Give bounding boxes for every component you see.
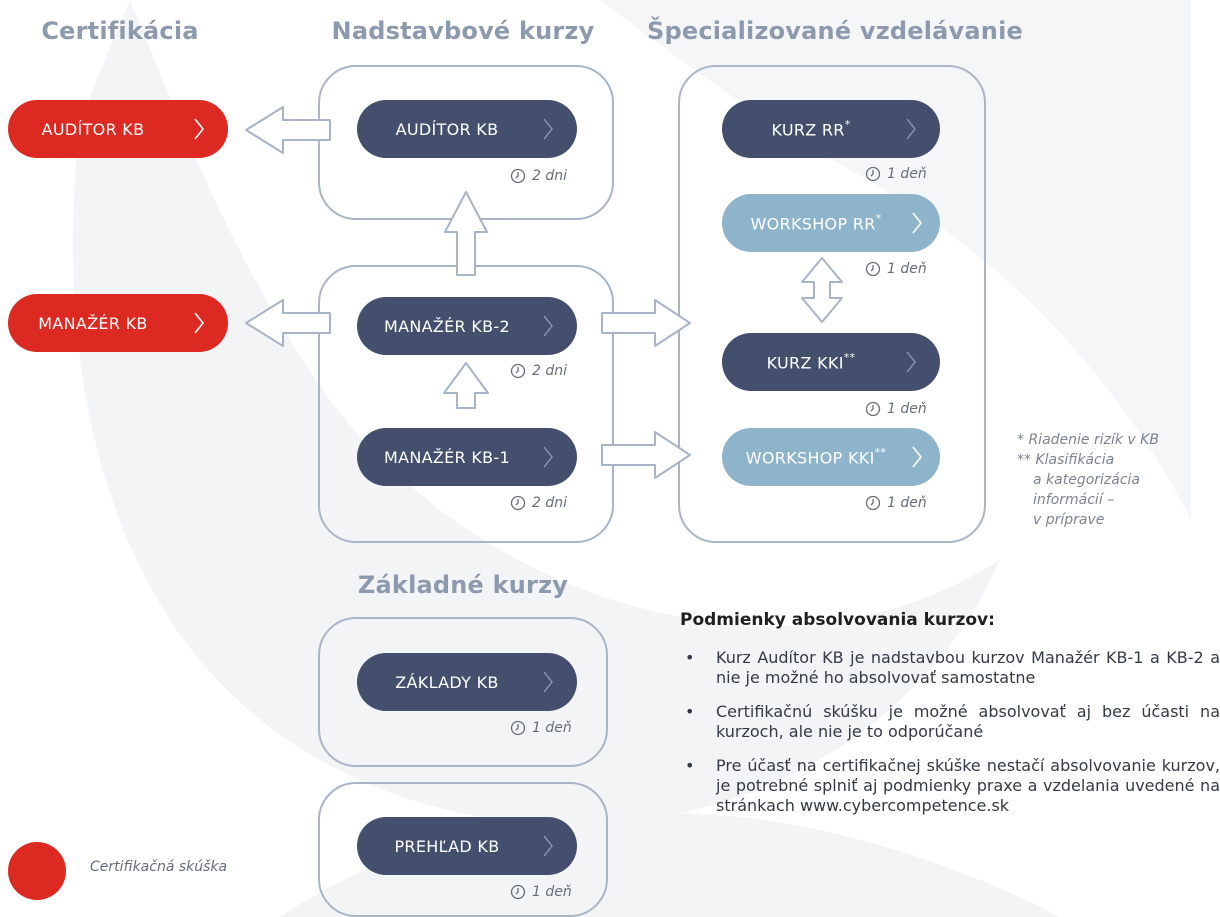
footnote-mark: * — [844, 117, 851, 131]
chevron-right-icon — [906, 118, 916, 140]
pill-label: MANAŽÉR KB-1 — [384, 447, 510, 467]
pill-label: AUDÍTOR KB — [41, 119, 145, 139]
course-workshop-rr-button[interactable]: WORKSHOP RR* — [722, 194, 940, 252]
footnote-mark: ** — [843, 350, 856, 364]
arrow-right-specialized-top — [601, 299, 691, 347]
chevron-right-icon — [543, 118, 553, 140]
clock-icon — [510, 168, 526, 184]
pill-label-wrap: WORKSHOP RR* — [722, 211, 910, 234]
clock-icon — [865, 401, 881, 417]
chevron-right-icon — [543, 446, 553, 468]
pill-label: ZÁKLADY KB — [395, 672, 499, 692]
basic-box-prehlad — [318, 782, 608, 917]
column-title-basic: Základné kurzy — [357, 571, 569, 599]
condition-item: Kurz Audítor KB je nadstavbou kurzov Man… — [680, 648, 1220, 688]
duration-manazer1: 2 dni — [510, 492, 567, 514]
duration-text: 1 deň — [532, 720, 572, 736]
pill-label-wrap: WORKSHOP KKI** — [722, 445, 910, 468]
chevron-right-icon — [543, 315, 553, 337]
duration-text: 1 deň — [887, 261, 927, 277]
duration-auditor: 2 dni — [510, 165, 567, 187]
pill-label: MANAŽÉR KB — [38, 313, 148, 333]
basic-box-zaklady — [318, 617, 608, 767]
pill-label: MANAŽÉR KB-2 — [384, 316, 510, 336]
duration-workshop-rr: 1 deň — [865, 258, 927, 280]
footnote-mark: ** — [874, 445, 887, 459]
duration-zaklady: 1 deň — [510, 717, 572, 739]
duration-text: 1 deň — [887, 166, 927, 182]
pill-label: WORKSHOP KKI — [745, 448, 875, 468]
footnote-mark: * — [875, 211, 882, 225]
duration-text: 2 dni — [532, 495, 568, 511]
course-kurz-rr-button[interactable]: KURZ RR* — [722, 100, 940, 158]
pill-label: PREHĽAD KB — [394, 836, 500, 856]
column-title-specialized: Špecializované vzdelávanie — [647, 17, 1023, 45]
clock-icon — [865, 166, 881, 182]
clock-icon — [510, 884, 526, 900]
condition-item: Pre účasť na certifikačnej skúške nestač… — [680, 756, 1220, 816]
course-zaklady-button[interactable]: ZÁKLADY KB — [357, 653, 577, 711]
footnotes: * Riadenie rizík v KB ** Klasifikácia a … — [1017, 430, 1197, 530]
clock-icon — [510, 720, 526, 736]
footnote-2-line-1: ** Klasifikácia — [1017, 452, 1115, 468]
course-kurz-kki-button[interactable]: KURZ KKI** — [722, 333, 940, 391]
clock-icon — [510, 495, 526, 511]
course-manazer2-button[interactable]: MANAŽÉR KB-2 — [357, 297, 577, 355]
pill-label-wrap: KURZ KKI** — [722, 350, 900, 373]
duration-kurz-kki: 1 deň — [865, 398, 927, 420]
column-title-advanced: Nadstavbové kurzy — [331, 17, 595, 45]
course-manazer1-button[interactable]: MANAŽÉR KB-1 — [357, 428, 577, 486]
clock-icon — [865, 261, 881, 277]
pill-label-wrap: KURZ RR* — [722, 117, 900, 140]
duration-text: 1 deň — [887, 495, 927, 511]
diagram: Certifikácia Nadstavbové kurzy Špecializ… — [0, 0, 1191, 917]
pill-label: AUDÍTOR KB — [395, 119, 499, 139]
duration-kurz-rr: 1 deň — [865, 163, 927, 185]
course-workshop-kki-button[interactable]: WORKSHOP KKI** — [722, 428, 940, 486]
footnote-2-line-4: v príprave — [1033, 512, 1105, 528]
certification-auditor-button[interactable]: AUDÍTOR KB — [8, 100, 228, 158]
legend-red-dot — [8, 842, 66, 900]
column-title-certification: Certifikácia — [41, 17, 199, 45]
footnote-1: * Riadenie rizík v KB — [1017, 432, 1159, 448]
pill-label: WORKSHOP RR — [750, 214, 876, 234]
pill-label: KURZ KKI — [766, 353, 844, 373]
course-auditor-button[interactable]: AUDÍTOR KB — [357, 100, 577, 158]
duration-text: 2 dni — [532, 363, 568, 379]
chevron-right-icon — [912, 446, 923, 468]
conditions-title: Podmienky absolvovania kurzov: — [680, 610, 995, 630]
legend-label: Certifikačná skúška — [90, 859, 228, 875]
chevron-right-icon — [906, 351, 916, 373]
chevron-right-icon — [543, 671, 553, 693]
chevron-right-icon — [912, 212, 923, 234]
duration-workshop-kki: 1 deň — [865, 492, 927, 514]
duration-text: 1 deň — [532, 884, 572, 900]
duration-manazer2: 2 dni — [510, 360, 567, 382]
condition-item: Certifikačnú skúšku je možné absolvovať … — [680, 702, 1220, 742]
course-prehlad-button[interactable]: PREHĽAD KB — [357, 817, 577, 875]
duration-prehlad: 1 deň — [510, 881, 572, 903]
clock-icon — [865, 495, 881, 511]
conditions-list: Kurz Audítor KB je nadstavbou kurzov Man… — [680, 648, 1220, 830]
arrow-right-specialized-bottom — [601, 431, 691, 479]
certification-manazer-button[interactable]: MANAŽÉR KB — [8, 294, 228, 352]
chevron-right-icon — [543, 835, 553, 857]
pill-label: KURZ RR — [771, 120, 845, 140]
duration-text: 2 dni — [532, 168, 568, 184]
clock-icon — [510, 363, 526, 379]
footnote-2-line-3: informácií – — [1033, 492, 1115, 508]
duration-text: 1 deň — [887, 401, 927, 417]
chevron-right-icon — [194, 312, 205, 334]
chevron-right-icon — [194, 118, 205, 140]
footnote-2-line-2: a kategorizácia — [1033, 472, 1141, 488]
